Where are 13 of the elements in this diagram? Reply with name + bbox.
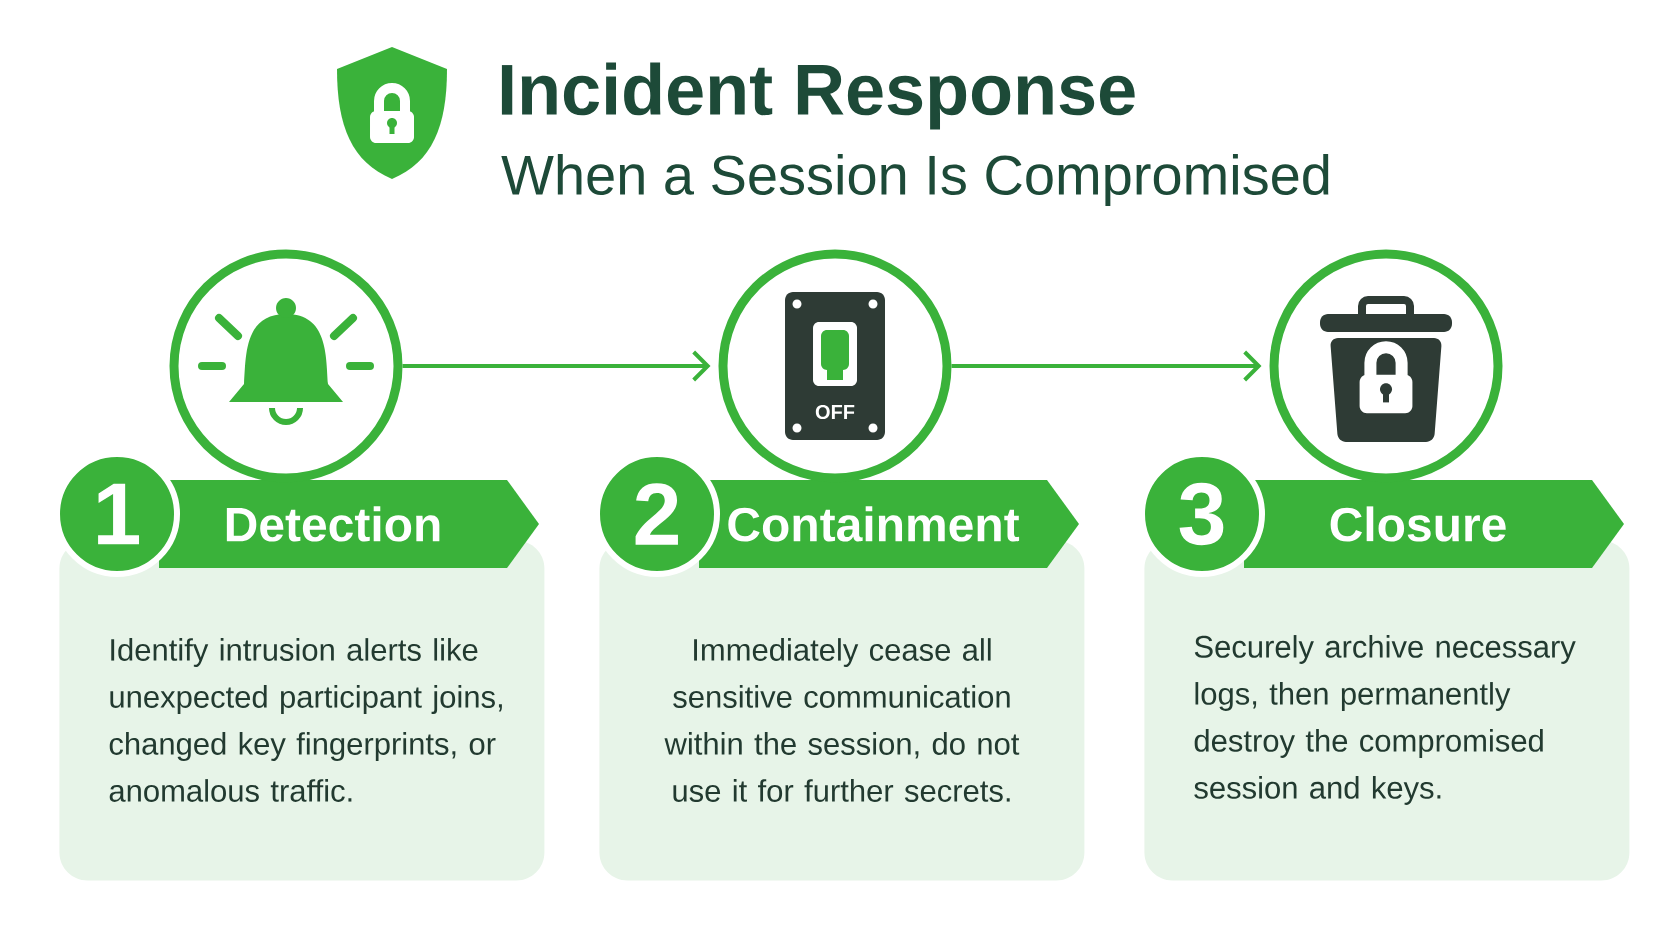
step-description: Securely archive necessary logs, then permanently destroy the compromised session and keys. [1194,635,1576,805]
step-heading: Detection [226,506,440,542]
number-badge: 1 [54,451,180,577]
subtitle: When a Session Is Compromised [501,153,1329,207]
step-heading: Containment [728,506,1020,542]
step-heading: Closure [1330,506,1506,542]
arrow [402,350,711,382]
title: Incident Response [501,62,1135,130]
number-badge: 3 [1139,451,1265,577]
step-description: Immediately cease all sensitive communication within the session, do not use it for further secrets. [664,638,1020,802]
arrow [951,350,1262,382]
step-description: Identify intrusion alerts like unexpected participant joins, changed key fingerprints, or anomalous traffic. [109,638,502,802]
number-badge: 2 [594,451,720,577]
